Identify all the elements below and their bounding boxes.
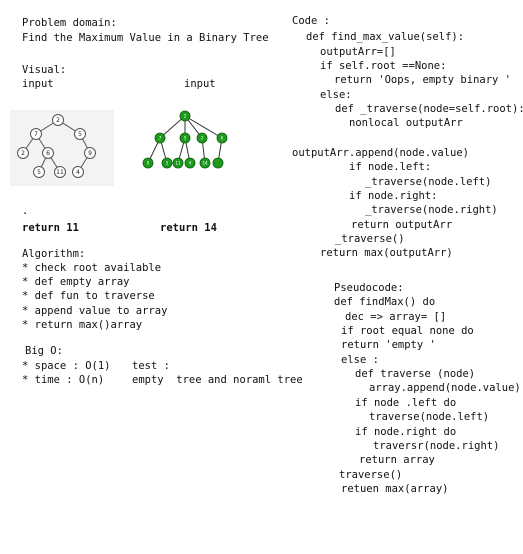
pseudo-line: traverse(node.left) bbox=[369, 411, 490, 423]
pseudo-line: def findMax() do bbox=[334, 296, 436, 308]
tree1-label: 5 bbox=[78, 131, 82, 138]
tree1-label: 7 bbox=[34, 131, 38, 138]
tree1-node bbox=[30, 128, 42, 140]
space-complexity: * space : O(1) bbox=[22, 360, 111, 372]
tree2-label: 2 bbox=[201, 136, 204, 141]
problem-domain-label: Problem domain: bbox=[22, 17, 117, 29]
tree2-node bbox=[142, 157, 154, 169]
code-line: def _traverse(node=self.root): bbox=[335, 103, 523, 115]
tree2-label: 6 bbox=[221, 136, 224, 141]
pseudo-line: else : bbox=[341, 354, 379, 366]
code-line: _traverse(node.left) bbox=[365, 176, 492, 188]
tree1-node bbox=[54, 166, 66, 178]
code-line: _traverse(node.right) bbox=[365, 204, 498, 216]
pseudo-line: traverse() bbox=[339, 469, 403, 481]
tree1-node bbox=[52, 114, 64, 126]
tree1-node bbox=[74, 128, 86, 140]
pseudo-line: if root equal none do bbox=[341, 325, 474, 337]
input-label-1: input bbox=[22, 78, 54, 90]
pseudo-line: return 'empty ' bbox=[341, 339, 436, 351]
tree1-label: 11 bbox=[56, 169, 64, 176]
test-label: test : bbox=[132, 360, 170, 372]
code-line: return 'Oops, empty binary ' bbox=[334, 74, 512, 86]
pseudo-line: if node.right do bbox=[355, 426, 457, 438]
pseudocode-label: Pseudocode: bbox=[334, 282, 404, 294]
tree2-node bbox=[212, 157, 224, 169]
algorithm-label: Algorithm: bbox=[22, 248, 86, 260]
code-label: Code : bbox=[292, 15, 330, 27]
code-line: outputArr=[] bbox=[320, 46, 396, 58]
return-2: return 14 bbox=[160, 222, 217, 234]
pseudo-line: array.append(node.value) bbox=[369, 382, 521, 394]
code-line: return outputArr bbox=[351, 219, 453, 231]
pseudo-line: if node .left do bbox=[355, 397, 457, 409]
algorithm-step: * def empty array bbox=[22, 276, 130, 288]
pseudo-line: def traverse (node) bbox=[355, 368, 476, 380]
visual-label: Visual: bbox=[22, 64, 67, 76]
tree2-node bbox=[196, 132, 208, 144]
tree-diagram-1: 2 7 5 2 6 9 5 11 4 bbox=[10, 110, 114, 186]
code-line: outputArr.append(node.value) bbox=[292, 147, 470, 159]
pseudo-line: retuen max(array) bbox=[341, 483, 449, 495]
tree1-label: 4 bbox=[76, 169, 80, 176]
code-line: _traverse() bbox=[335, 233, 405, 245]
algorithm-step: * check root available bbox=[22, 262, 162, 274]
tree2-node bbox=[184, 157, 196, 169]
code-line: def find_max_value(self): bbox=[306, 31, 465, 43]
tree2-label: 4 bbox=[189, 161, 192, 166]
tree1-label: 9 bbox=[88, 150, 92, 157]
input-label-2: input bbox=[184, 78, 216, 90]
code-line: if node.left: bbox=[349, 161, 432, 173]
pseudo-line: traversr(node.right) bbox=[373, 440, 500, 452]
code-line: nonlocal outputArr bbox=[349, 117, 463, 129]
tree1-label: 2 bbox=[56, 117, 60, 124]
tree2-label: 14 bbox=[202, 161, 208, 166]
tree2-node bbox=[179, 110, 191, 122]
tree2-label: 5 bbox=[166, 161, 169, 166]
code-line: if node.right: bbox=[349, 190, 438, 202]
time-complexity: * time : O(n) bbox=[22, 374, 105, 386]
tree-diagram-2: 2 7 5 2 6 9 5 11 4 14 bbox=[142, 110, 228, 169]
code-line: if self.root ==None: bbox=[320, 60, 447, 72]
tree2-label: 7 bbox=[159, 136, 162, 141]
big-o-label: Big O: bbox=[25, 345, 63, 357]
pseudo-line: return array bbox=[359, 454, 435, 466]
tree1-node bbox=[33, 166, 45, 178]
code-line: else: bbox=[320, 89, 352, 101]
tree1-node bbox=[72, 166, 84, 178]
algorithm-step: * append value to array bbox=[22, 305, 168, 317]
tree2-label: 2 bbox=[184, 114, 187, 119]
tree1-label: 6 bbox=[46, 150, 50, 157]
tree1-node bbox=[42, 147, 54, 159]
return-1: return 11 bbox=[22, 222, 79, 234]
tree2-node bbox=[172, 157, 184, 169]
tree1-node bbox=[84, 147, 96, 159]
dot-mark: . bbox=[22, 205, 29, 217]
tree2-label: 5 bbox=[184, 136, 187, 141]
tree2-label: 9 bbox=[147, 161, 150, 166]
tree2-node bbox=[161, 157, 173, 169]
pseudo-line: dec => array= [] bbox=[345, 311, 447, 323]
tree1-node bbox=[17, 147, 29, 159]
tree2-node bbox=[216, 132, 228, 144]
tree1-label: 2 bbox=[21, 150, 25, 157]
tree2-node bbox=[154, 132, 166, 144]
problem-title: Find the Maximum Value in a Binary Tree bbox=[22, 32, 269, 44]
algorithm-step: * return max()array bbox=[22, 319, 143, 331]
code-line: return max(outputArr) bbox=[320, 247, 453, 259]
tree1-label: 5 bbox=[37, 169, 41, 176]
tree2-label: 11 bbox=[175, 161, 181, 166]
test-value: empty tree and noraml tree bbox=[132, 374, 303, 386]
tree2-node bbox=[179, 132, 191, 144]
algorithm-step: * def fun to traverse bbox=[22, 290, 155, 302]
tree2-node bbox=[199, 157, 211, 169]
